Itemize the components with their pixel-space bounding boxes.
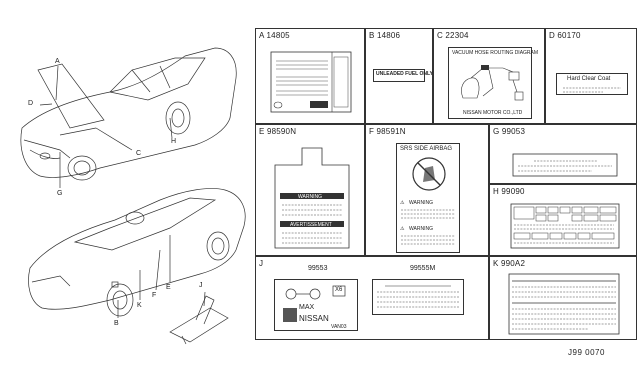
- label-f-lines1: [401, 209, 455, 219]
- part-number-1: 99553: [308, 265, 328, 272]
- callout-h: H: [171, 138, 177, 145]
- panel-g: G 99053: [489, 124, 637, 184]
- callout-a: A: [55, 58, 60, 65]
- label-j2-box: [372, 279, 464, 315]
- label-e-warning2: AVERTISSEMENT: [290, 222, 332, 228]
- label-j1-box: MAX NISSAN X6 VAN03: [274, 279, 358, 331]
- label-j1-x6: X6: [335, 287, 343, 293]
- label-d-box: Hard Clear Coat: [556, 73, 628, 95]
- panel-h-title: H 99090: [493, 187, 525, 196]
- label-e-warning1: WARNING: [298, 194, 322, 200]
- label-j1-drawing: [283, 285, 346, 322]
- panel-c: C 22304 VACUUM HOSE ROUTING DIAGRAM NISS…: [433, 28, 545, 124]
- label-c-footer: NISSAN MOTOR CO.,LTD: [463, 110, 523, 116]
- label-h-drawing: [510, 203, 620, 249]
- label-g-drawing: [512, 153, 618, 177]
- label-j1-max: MAX: [299, 304, 315, 311]
- panel-c-title: C 22304: [437, 31, 469, 40]
- panel-e: E 98590N WARNING AVERTISSEMENT: [255, 124, 365, 256]
- panel-j: J 99553 99555M MAX NISSAN X6 VAN03: [255, 256, 489, 340]
- panel-d-title: D 60170: [549, 31, 581, 40]
- label-k-drawing: [508, 273, 620, 335]
- jack-tool-drawing: [169, 295, 229, 345]
- callout-f: F: [152, 292, 157, 299]
- upper-leader-lines: [39, 65, 173, 188]
- label-e-drawing: [274, 147, 350, 249]
- car-illustrations: [20, 47, 246, 345]
- panel-d: D 60170 Hard Clear Coat: [545, 28, 637, 124]
- label-j1-small: VAN03: [331, 324, 347, 330]
- label-f-heading: SRS SIDE AIRBAG: [400, 146, 453, 152]
- warning-triangle-icon-1: ⚠: [400, 200, 405, 206]
- panel-a: A 14805: [255, 28, 365, 124]
- upper-car-drawing: [20, 47, 237, 181]
- panel-h: H 99090: [489, 184, 637, 256]
- label-b-text: UNLEADED FUEL ONLY: [376, 71, 433, 77]
- no-child-seat-icon: [412, 157, 446, 191]
- panel-e-title: E 98590N: [259, 127, 297, 136]
- label-d-text: Hard Clear Coat: [567, 76, 611, 82]
- panel-f-title: F 98591N: [369, 127, 406, 136]
- callout-e: E: [166, 284, 171, 291]
- diagram-reference-code: J99 0070: [568, 348, 605, 357]
- label-d-lines: [563, 87, 621, 93]
- label-f-box: SRS SIDE AIRBAG WARNING ⚠ WARNING ⚠: [396, 143, 460, 253]
- label-b-box: UNLEADED FUEL ONLY: [373, 69, 433, 82]
- lower-leader-lines: [117, 235, 206, 318]
- lower-car-drawing: [28, 188, 246, 317]
- warning-triangle-icon-2: ⚠: [400, 226, 405, 232]
- label-c-heading: VACUUM HOSE ROUTING DIAGRAM: [452, 50, 539, 56]
- panel-b-title: B 14806: [369, 31, 401, 40]
- panel-k: K 990A2: [489, 256, 637, 340]
- panel-k-title: K 990A2: [493, 259, 526, 268]
- label-f-warning1: WARNING: [409, 200, 433, 206]
- callout-d: D: [28, 100, 34, 107]
- panel-f: F 98591N SRS SIDE AIRBAG WARNING ⚠ WARNI…: [365, 124, 489, 256]
- callout-g: G: [57, 190, 63, 197]
- label-j2-drawing: [377, 285, 459, 308]
- label-c-diagram: [461, 65, 524, 101]
- panel-a-title: A 14805: [259, 31, 290, 40]
- callout-b: B: [114, 320, 119, 327]
- label-f-warning2: WARNING: [409, 226, 433, 232]
- label-f-lines2: [401, 235, 455, 245]
- callout-c: C: [136, 150, 142, 157]
- part-number-2: 99555M: [410, 265, 436, 272]
- panel-b: B 14806 UNLEADED FUEL ONLY: [365, 28, 433, 124]
- callout-k: K: [137, 302, 142, 309]
- panel-j-title: J: [259, 259, 264, 268]
- label-j1-brand: NISSAN: [299, 314, 329, 323]
- callout-j: J: [199, 282, 203, 289]
- label-c-box: VACUUM HOSE ROUTING DIAGRAM NISSAN MOTOR…: [448, 47, 538, 119]
- panel-g-title: G 99053: [493, 127, 526, 136]
- label-a-drawing: [270, 51, 352, 113]
